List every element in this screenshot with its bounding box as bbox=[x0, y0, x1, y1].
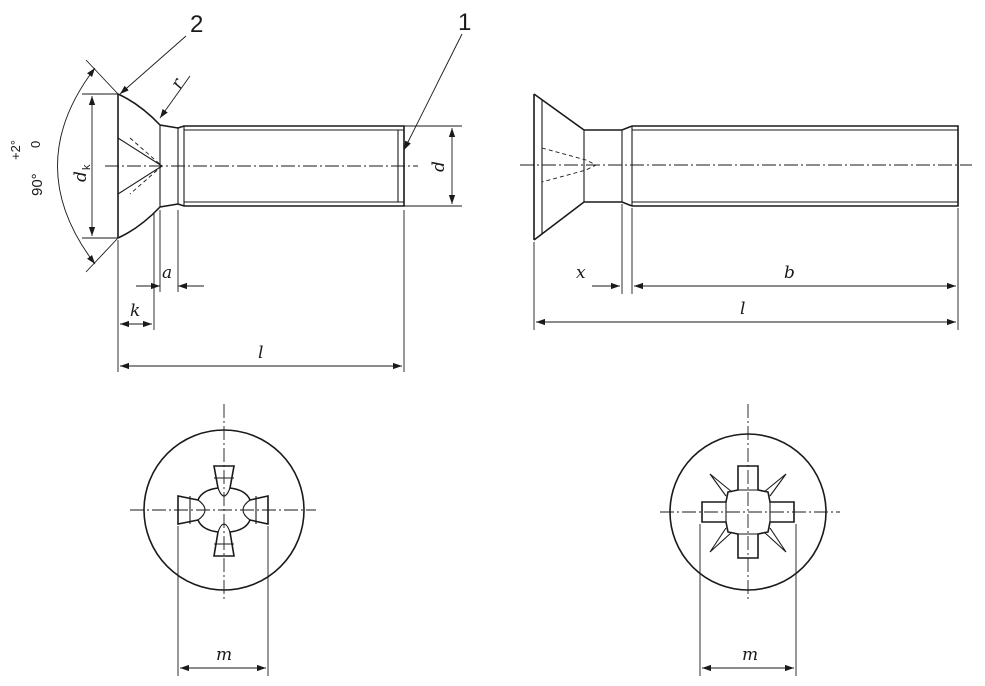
right-cross-recess bbox=[701, 465, 795, 559]
b-dimension: b bbox=[634, 208, 959, 330]
r-annotation: r bbox=[159, 75, 191, 119]
angle-tol-lower: 0 bbox=[28, 141, 43, 148]
callout-2: 2 bbox=[119, 11, 203, 95]
left-cross-recess bbox=[177, 465, 269, 557]
m-right-label: m bbox=[742, 645, 758, 665]
m-left-label: m bbox=[216, 645, 232, 665]
angle-tol-upper: +2° bbox=[8, 140, 23, 160]
right-head-cone bbox=[533, 93, 633, 241]
right-star-ribs bbox=[709, 473, 787, 553]
left-side-view bbox=[105, 93, 418, 239]
dk-dimension: d k bbox=[71, 93, 118, 239]
left-shank bbox=[177, 125, 405, 207]
right-top-view bbox=[660, 404, 840, 602]
b-label: b bbox=[784, 263, 795, 283]
right-recess bbox=[541, 147, 598, 183]
d-label: d bbox=[429, 161, 449, 172]
callout-1: 1 bbox=[403, 9, 471, 151]
angle-dimension: 90° +2° 0 bbox=[8, 59, 119, 273]
left-head-outline bbox=[143, 429, 305, 591]
left-head-cone bbox=[117, 93, 179, 239]
x-dimension: x bbox=[576, 204, 633, 294]
right-side-view bbox=[520, 93, 972, 241]
d-dimension: d bbox=[404, 125, 462, 207]
dk-sub-label: k bbox=[81, 164, 93, 170]
l-left-label: l bbox=[258, 343, 263, 363]
a-label: a bbox=[162, 263, 172, 283]
l-left-dimension: l bbox=[120, 210, 405, 372]
a-dimension: a bbox=[136, 210, 204, 292]
callout-2-label: 2 bbox=[190, 11, 203, 38]
l-right-dimension: l bbox=[533, 242, 956, 330]
l-right-label: l bbox=[740, 299, 745, 319]
right-shank bbox=[632, 125, 959, 207]
right-head-outline bbox=[669, 433, 827, 591]
k-label: k bbox=[130, 301, 140, 321]
left-top-view bbox=[130, 404, 316, 600]
m-left-dimension: m bbox=[177, 526, 269, 676]
angle-main-label: 90° bbox=[29, 173, 46, 196]
m-right-dimension: m bbox=[699, 524, 797, 676]
callout-1-label: 1 bbox=[458, 9, 471, 36]
k-dimension: k bbox=[117, 212, 155, 372]
x-label: x bbox=[576, 263, 586, 283]
r-label: r bbox=[167, 75, 189, 93]
dk-label: d bbox=[71, 171, 91, 182]
